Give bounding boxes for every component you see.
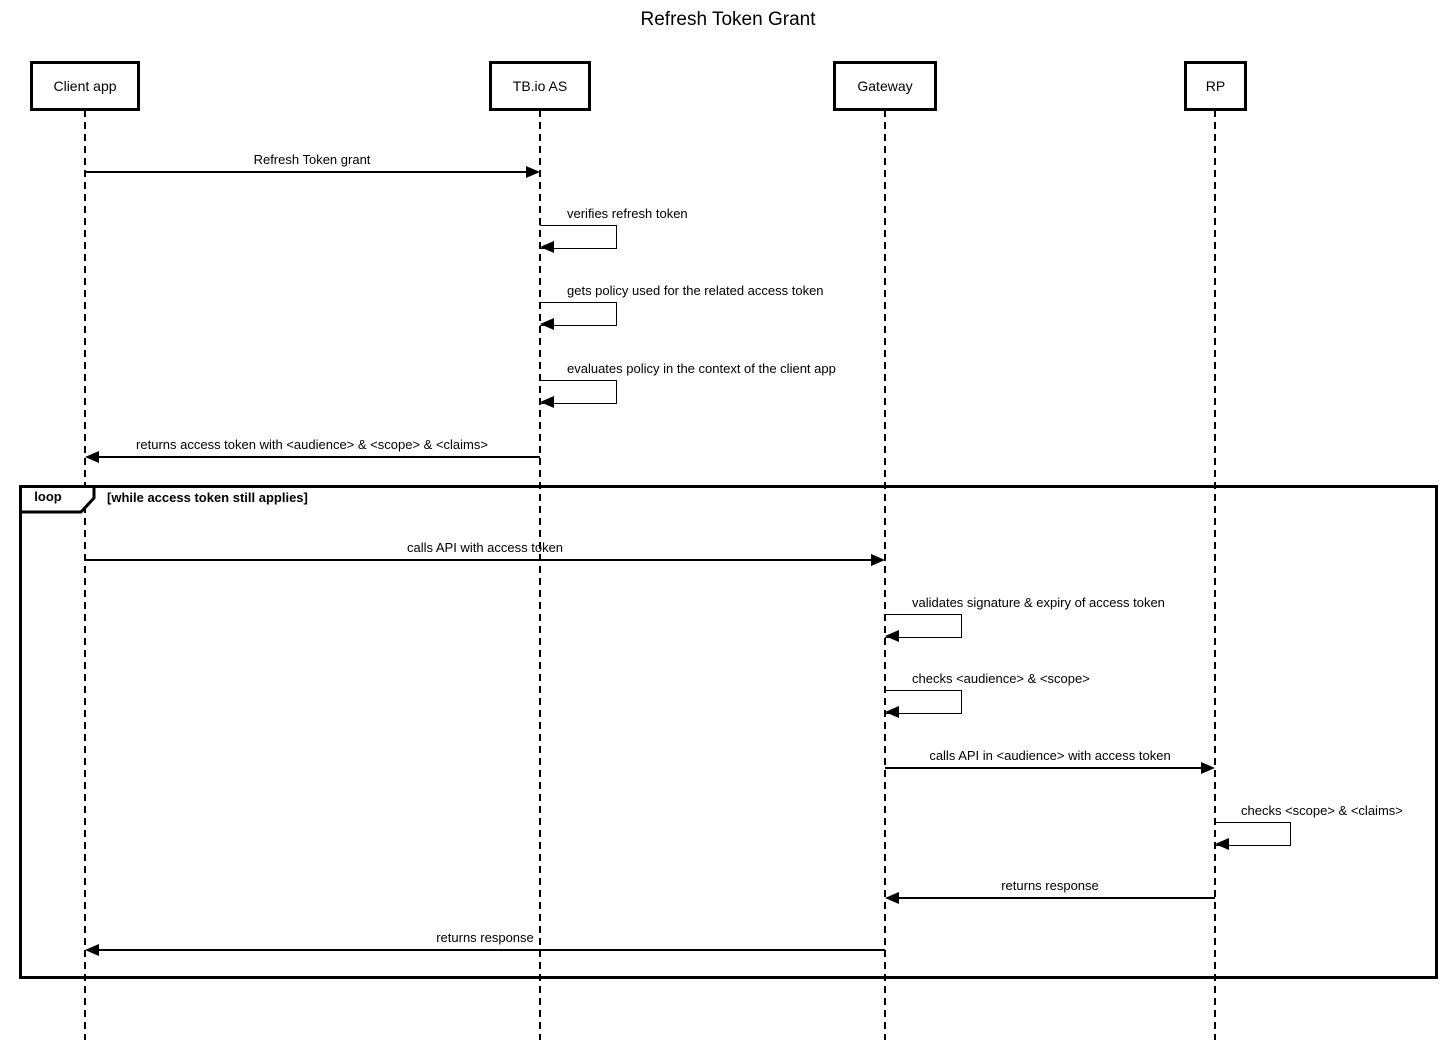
self-message-evaluates-policy-label: evaluates policy in the context of the c… <box>567 361 836 376</box>
participant-gateway: Gateway <box>833 61 937 111</box>
loop-fragment-frame <box>19 485 1438 979</box>
diagram-title: Refresh Token Grant <box>640 9 816 30</box>
lifeline-tbio-as <box>539 110 541 1040</box>
arrowhead-left-icon <box>885 706 899 718</box>
participant-tbio-as: TB.io AS <box>489 61 591 111</box>
self-message-verifies-refresh-token-label: verifies refresh token <box>567 206 688 221</box>
self-message-validates-signature-line <box>885 614 962 638</box>
lifeline-client-app <box>84 110 86 1040</box>
self-message-evaluates-policy-line <box>540 380 617 404</box>
arrowhead-left-icon <box>85 944 99 956</box>
message-returns-response-gateway-label: returns response <box>436 930 534 945</box>
message-returns-response-rp-line <box>899 897 1215 899</box>
loop-operator-label: loop <box>34 489 62 504</box>
lifeline-gateway <box>884 110 886 1040</box>
self-message-checks-audience-line <box>885 690 962 714</box>
self-message-gets-policy-label: gets policy used for the related access … <box>567 283 824 298</box>
message-calls-api-audience-line <box>885 767 1201 769</box>
loop-guard-label: [while access token still applies] <box>107 490 308 505</box>
message-calls-api-audience-label: calls API in <audience> with access toke… <box>929 748 1171 763</box>
participant-label: RP <box>1205 78 1226 94</box>
message-refresh-token-grant-label: Refresh Token grant <box>253 152 371 167</box>
message-calls-api-label: calls API with access token <box>406 540 564 555</box>
self-message-checks-audience-label: checks <audience> & <scope> <box>912 671 1090 686</box>
arrowhead-left-icon <box>885 630 899 642</box>
message-returns-access-token-line <box>99 456 540 458</box>
loop-operator-tab <box>19 485 101 515</box>
arrowhead-left-icon <box>540 318 554 330</box>
arrowhead-left-icon <box>85 451 99 463</box>
message-calls-api-line <box>85 559 871 561</box>
arrowhead-right-icon <box>1201 762 1215 774</box>
self-message-checks-scope-claims-line <box>1215 822 1291 846</box>
self-message-verifies-refresh-token-line <box>540 225 617 249</box>
participant-label: Gateway <box>857 78 913 94</box>
arrowhead-left-icon <box>885 892 899 904</box>
message-returns-access-token-label: returns access token with <audience> & <… <box>136 437 488 452</box>
arrowhead-right-icon <box>871 554 885 566</box>
arrowhead-left-icon <box>1215 838 1229 850</box>
participant-label: Client app <box>53 78 117 94</box>
participant-rp: RP <box>1184 61 1247 111</box>
arrowhead-left-icon <box>540 241 554 253</box>
arrowhead-left-icon <box>540 396 554 408</box>
lifeline-rp <box>1214 110 1216 1040</box>
arrowhead-right-icon <box>526 166 540 178</box>
message-refresh-token-grant-line <box>85 171 527 173</box>
participant-label: TB.io AS <box>512 78 568 94</box>
self-message-gets-policy-line <box>540 302 617 326</box>
message-returns-response-gateway-line <box>99 949 885 951</box>
self-message-checks-scope-claims-label: checks <scope> & <claims> <box>1241 803 1403 818</box>
participant-client-app: Client app <box>30 61 140 111</box>
self-message-validates-signature-label: validates signature & expiry of access t… <box>912 595 1165 610</box>
message-returns-response-rp-label: returns response <box>1001 878 1099 893</box>
